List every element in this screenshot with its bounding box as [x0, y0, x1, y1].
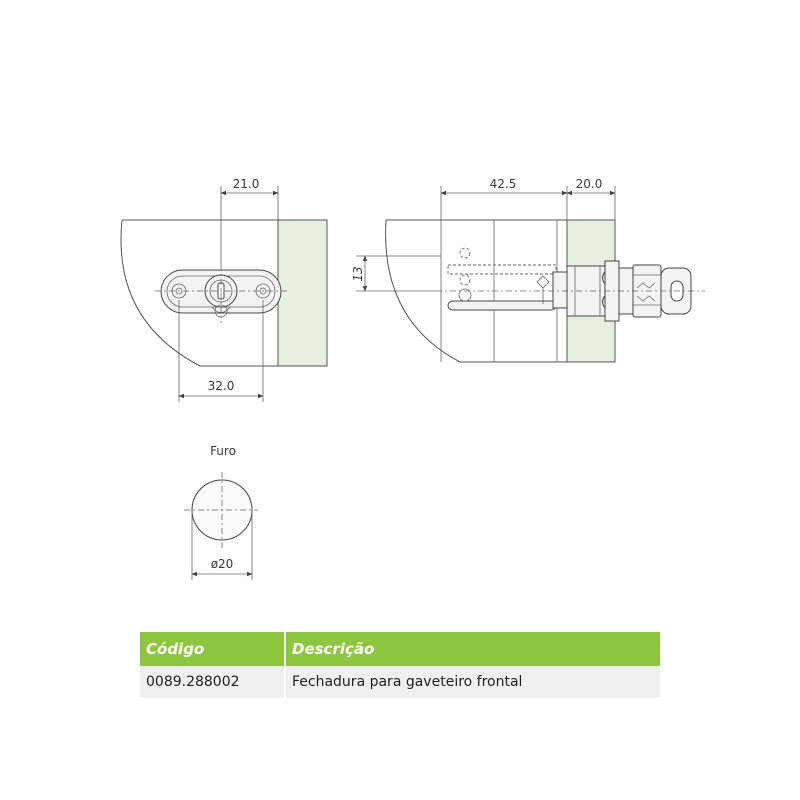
front-side-panel: [277, 219, 328, 367]
dim-side-depth: 42.5: [490, 177, 517, 191]
hole-title: Furo: [210, 444, 236, 458]
header-description: Descrição: [284, 632, 660, 666]
dim-front-width: 21.0: [233, 177, 260, 191]
dim-hole-diameter: ø20: [211, 557, 234, 571]
front-panel-outline: [120, 219, 278, 367]
side-cam-bolt: [447, 300, 557, 311]
spec-table: Código Descrição 0089.288002 Fechadura p…: [140, 632, 660, 698]
cell-description: Fechadura para gaveteiro frontal: [284, 666, 660, 698]
side-lock-body: [552, 271, 568, 309]
dim-side-key: 20.0: [576, 177, 603, 191]
dim-hole-spacing: 32.0: [208, 379, 235, 393]
front-view: 21.0 32.0: [120, 177, 328, 402]
hole-detail: Furo ø20: [184, 444, 258, 580]
table-header-row: Código Descrição: [140, 632, 660, 666]
technical-drawing: 21.0 32.0: [120, 177, 705, 580]
side-cam-bolt-extended: [447, 264, 557, 275]
table-row: 0089.288002 Fechadura para gaveteiro fro…: [140, 666, 660, 698]
dim-side-offset: 13: [351, 266, 365, 281]
side-view: 42.5 20.0 13: [351, 177, 705, 363]
header-code: Código: [140, 632, 285, 666]
cell-code: 0089.288002: [140, 666, 285, 698]
side-panel-outline: [385, 219, 567, 363]
